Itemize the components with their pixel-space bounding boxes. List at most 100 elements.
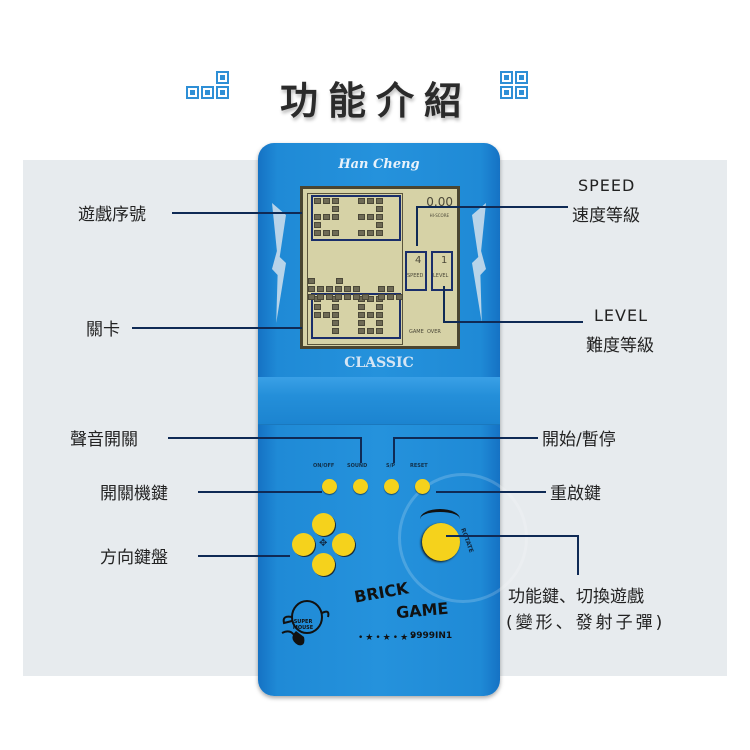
lcd-pixel bbox=[376, 320, 383, 326]
lcd-pixel bbox=[367, 198, 374, 204]
lcd-pixel bbox=[323, 198, 330, 204]
rotate-arrow-icon bbox=[420, 509, 460, 529]
lcd-pixel bbox=[376, 222, 383, 228]
game-number-box bbox=[311, 195, 401, 241]
lcd-pixel bbox=[387, 294, 394, 300]
callout-level: 關卡 bbox=[86, 320, 120, 340]
lcd-pixel bbox=[344, 294, 351, 300]
dpad-left-button[interactable] bbox=[292, 533, 315, 556]
callout-line bbox=[443, 286, 445, 322]
sp-label: S/P bbox=[386, 463, 396, 469]
callout-line bbox=[443, 321, 583, 323]
lcd-pixel bbox=[326, 286, 333, 292]
dpad-down-button[interactable] bbox=[312, 553, 335, 576]
lcd-pixel bbox=[314, 304, 321, 310]
lcd-pixel bbox=[376, 214, 383, 220]
level-label: LEVEL bbox=[433, 273, 449, 279]
lcd-pixel bbox=[317, 294, 324, 300]
callout-line bbox=[172, 212, 302, 214]
lcd-pixel bbox=[358, 328, 365, 334]
tetris-blocks-icon bbox=[186, 64, 236, 104]
lcd-pixel bbox=[335, 286, 342, 292]
callout-line bbox=[393, 437, 538, 439]
lcd-pixel bbox=[332, 320, 339, 326]
dpad-right-button[interactable] bbox=[332, 533, 355, 556]
lightning-bolt-icon bbox=[272, 203, 286, 323]
reset-button[interactable] bbox=[415, 479, 430, 494]
lcd-pixel bbox=[335, 294, 342, 300]
lcd-pixel bbox=[387, 286, 394, 292]
sound-label: SOUND bbox=[347, 463, 368, 469]
level-box bbox=[431, 251, 453, 291]
lcd-pixel bbox=[358, 320, 365, 326]
device-ledge bbox=[258, 377, 500, 425]
callout-start-pause: 開始/暫停 bbox=[542, 430, 616, 450]
score-display: 0.00 bbox=[426, 195, 453, 209]
lcd-pixel bbox=[376, 304, 383, 310]
speed-label: SPEED bbox=[407, 273, 424, 279]
callout-line bbox=[446, 535, 578, 537]
lcd-pixel bbox=[376, 206, 383, 212]
lcd-pixel bbox=[323, 230, 330, 236]
callout-line bbox=[198, 555, 290, 557]
lcd-pixel bbox=[376, 198, 383, 204]
callout-line bbox=[416, 206, 418, 246]
brick-game-device: Han Cheng 0.00 HI-SCORE 4 1 SPEED LEVEL … bbox=[258, 143, 528, 696]
lcd-pixel bbox=[378, 294, 385, 300]
lcd-pixel bbox=[314, 230, 321, 236]
rotate-button[interactable] bbox=[422, 523, 460, 561]
grid-blocks-icon bbox=[500, 64, 540, 104]
lcd-pixel bbox=[376, 312, 383, 318]
lcd-pixel bbox=[314, 222, 321, 228]
lcd-pixel bbox=[353, 294, 360, 300]
lcd-pixel bbox=[358, 214, 365, 220]
start-pause-button[interactable] bbox=[384, 479, 399, 494]
classic-badge: CLASSIC bbox=[344, 355, 414, 371]
lcd-pixel bbox=[323, 312, 330, 318]
callout-game-number: 遊戲序號 bbox=[78, 205, 146, 225]
sound-button[interactable] bbox=[353, 479, 368, 494]
callout-sound: 聲音開關 bbox=[70, 430, 138, 450]
callout-rotate-line2: (變形、發射子彈) bbox=[506, 613, 666, 633]
lcd-pixel bbox=[358, 312, 365, 318]
title-row: 功能介紹 bbox=[0, 64, 750, 124]
onoff-label: ON/OFF bbox=[313, 463, 335, 469]
speed-value: 4 bbox=[415, 255, 422, 266]
reset-label: RESET bbox=[410, 463, 428, 469]
lcd-pixel bbox=[332, 304, 339, 310]
dpad-up-button[interactable] bbox=[312, 513, 335, 536]
lcd-pixel bbox=[376, 328, 383, 334]
lcd-pixel bbox=[336, 278, 343, 284]
callout-line bbox=[577, 535, 579, 575]
lcd-pixel bbox=[367, 214, 374, 220]
lcd-pixel bbox=[376, 230, 383, 236]
lcd-pixel bbox=[317, 286, 324, 292]
lcd-pixel bbox=[308, 278, 315, 284]
lcd-pixel bbox=[358, 230, 365, 236]
lightning-bolt-icon bbox=[472, 203, 486, 323]
lcd-pixel bbox=[326, 294, 333, 300]
callout-level-en: LEVEL bbox=[594, 306, 648, 325]
super-mouse-mascot bbox=[280, 595, 330, 649]
lcd-pixel bbox=[362, 294, 369, 300]
page-title: 功能介紹 bbox=[280, 79, 473, 123]
callout-line bbox=[168, 437, 361, 439]
onoff-button[interactable] bbox=[322, 479, 337, 494]
lcd-pixel bbox=[323, 214, 330, 220]
lcd-pixel bbox=[314, 198, 321, 204]
lcd-pixel bbox=[378, 286, 385, 292]
lcd-pixel bbox=[396, 294, 403, 300]
callout-line bbox=[198, 491, 322, 493]
level-value: 1 bbox=[441, 255, 448, 266]
lcd-pixel bbox=[332, 198, 339, 204]
callout-speed-en: SPEED bbox=[578, 176, 636, 195]
lcd-pixel bbox=[332, 328, 339, 334]
lcd-pixel bbox=[308, 294, 315, 300]
lcd-pixel bbox=[308, 286, 315, 292]
callout-reset: 重啟鍵 bbox=[550, 484, 601, 504]
lcd-pixel bbox=[314, 214, 321, 220]
stars-decoration-icon: •★•★•★• bbox=[358, 633, 418, 643]
lcd-pixel bbox=[314, 312, 321, 318]
callout-power: 開關機鍵 bbox=[100, 484, 168, 504]
brand-logo: Han Cheng bbox=[338, 157, 420, 172]
